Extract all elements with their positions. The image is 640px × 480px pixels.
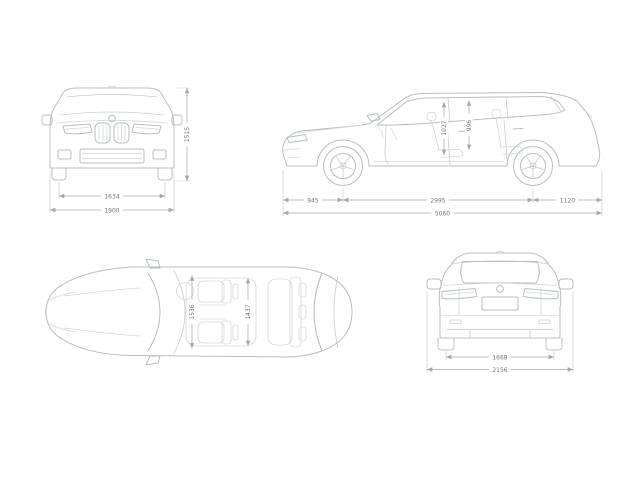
- top-left-mirror: [145, 258, 161, 269]
- sunroof: [185, 277, 257, 347]
- side-headlamp: [286, 134, 308, 143]
- side-glasshouse: [376, 96, 566, 126]
- front-body-outline: [49, 87, 175, 169]
- right-reflector: [538, 319, 551, 324]
- rear-door-seam: [503, 119, 508, 166]
- rear-antenna-fin: [494, 250, 506, 254]
- dim-label-rear-overhang: 1120: [560, 197, 575, 204]
- rear-left-wheel: [437, 337, 455, 351]
- dim-label-front-overhang: 945: [307, 197, 319, 204]
- headlights: [62, 123, 162, 135]
- cowl-line: [59, 111, 165, 116]
- windshield-top-line: [66, 94, 158, 98]
- dim-label-rear-track: 1668: [492, 354, 507, 361]
- dim-label-front-track: 1634: [104, 193, 119, 200]
- top-body-outline: [45, 266, 353, 358]
- hood-crease: [56, 120, 168, 124]
- license-plate: [481, 296, 519, 311]
- tailgate-seams: [458, 287, 542, 316]
- tailgate-line: [333, 275, 339, 349]
- hood-lines: [49, 287, 141, 337]
- side-length-dimensions: 945 2995 1120 5060: [282, 170, 603, 217]
- rear-right-wheel: [545, 337, 563, 351]
- right-mirror: [171, 114, 183, 126]
- front-height-dimension: 1515: [176, 87, 191, 182]
- dim-label-front-width: 1900: [104, 207, 119, 214]
- lower-intake: [57, 148, 167, 164]
- headroom-front-dimension: 1027: [440, 102, 448, 155]
- cabin-plan: [176, 276, 307, 348]
- diffuser: [446, 329, 554, 339]
- left-reflector: [449, 319, 462, 324]
- headroom-rear-dimension: 996: [465, 100, 473, 150]
- dim-label-wheelbase: 2995: [430, 197, 445, 204]
- rear-track-dimension: 1668: [445, 351, 555, 361]
- side-mirror: [366, 113, 381, 122]
- antenna-fin: [106, 85, 118, 89]
- top-view: 1536 1437: [45, 258, 353, 366]
- dim-label-front-height: 1515: [184, 127, 191, 142]
- dim-label-interior-width-rear: 1437: [245, 304, 252, 319]
- front-right-wheel: [157, 167, 173, 181]
- rear-left-mirror: [426, 278, 442, 290]
- brand-roundel: [108, 114, 116, 123]
- side-body-outline: [282, 92, 601, 167]
- rear-window-plan: [313, 272, 323, 352]
- front-view: 1634 1900 1515: [41, 85, 191, 214]
- side-view: 1027 996 945 2995 1120 5060: [282, 92, 603, 217]
- taillights: [441, 288, 559, 300]
- dim-label-overall-length: 5060: [435, 210, 450, 217]
- c-pillar: [505, 96, 509, 120]
- dim-label-headroom-rear: 996: [466, 120, 473, 132]
- rear-roundel: [496, 285, 504, 293]
- windshield-plan: [147, 272, 161, 352]
- front-left-wheel: [51, 167, 67, 181]
- rear-width-dimension: 2156: [426, 291, 574, 374]
- kidney-grille: [94, 122, 130, 144]
- front-door-seam: [384, 125, 389, 165]
- front-track-dimension: 1634: [58, 182, 166, 200]
- b-pillar: [447, 97, 451, 123]
- front-width-dimension: 1900: [49, 171, 175, 214]
- rear-body-outline: [438, 252, 562, 339]
- tail-lamp-line: [583, 109, 593, 118]
- dim-label-rear-width-mirrors: 2156: [492, 367, 507, 374]
- top-right-mirror: [145, 355, 161, 366]
- interior-width-front-dimension: 1536: [188, 275, 196, 349]
- front-bumper-line: [283, 148, 301, 159]
- dim-label-headroom-front: 1027: [441, 120, 448, 135]
- roof-front-edge: [173, 270, 186, 354]
- dim-label-interior-width-front: 1536: [189, 304, 196, 319]
- hood-cut-line: [297, 124, 363, 134]
- interior-seats: [377, 109, 523, 158]
- left-mirror: [41, 114, 53, 126]
- interior-width-rear-dimension: 1437: [244, 278, 252, 346]
- rear-right-mirror: [558, 278, 574, 290]
- rear-wheel: [513, 146, 553, 186]
- front-wheel: [323, 146, 363, 186]
- rear-view: 1668 2156: [426, 250, 574, 374]
- d-pillar: [550, 96, 562, 112]
- rear-window: [460, 261, 540, 284]
- shoulder-crease: [443, 282, 557, 286]
